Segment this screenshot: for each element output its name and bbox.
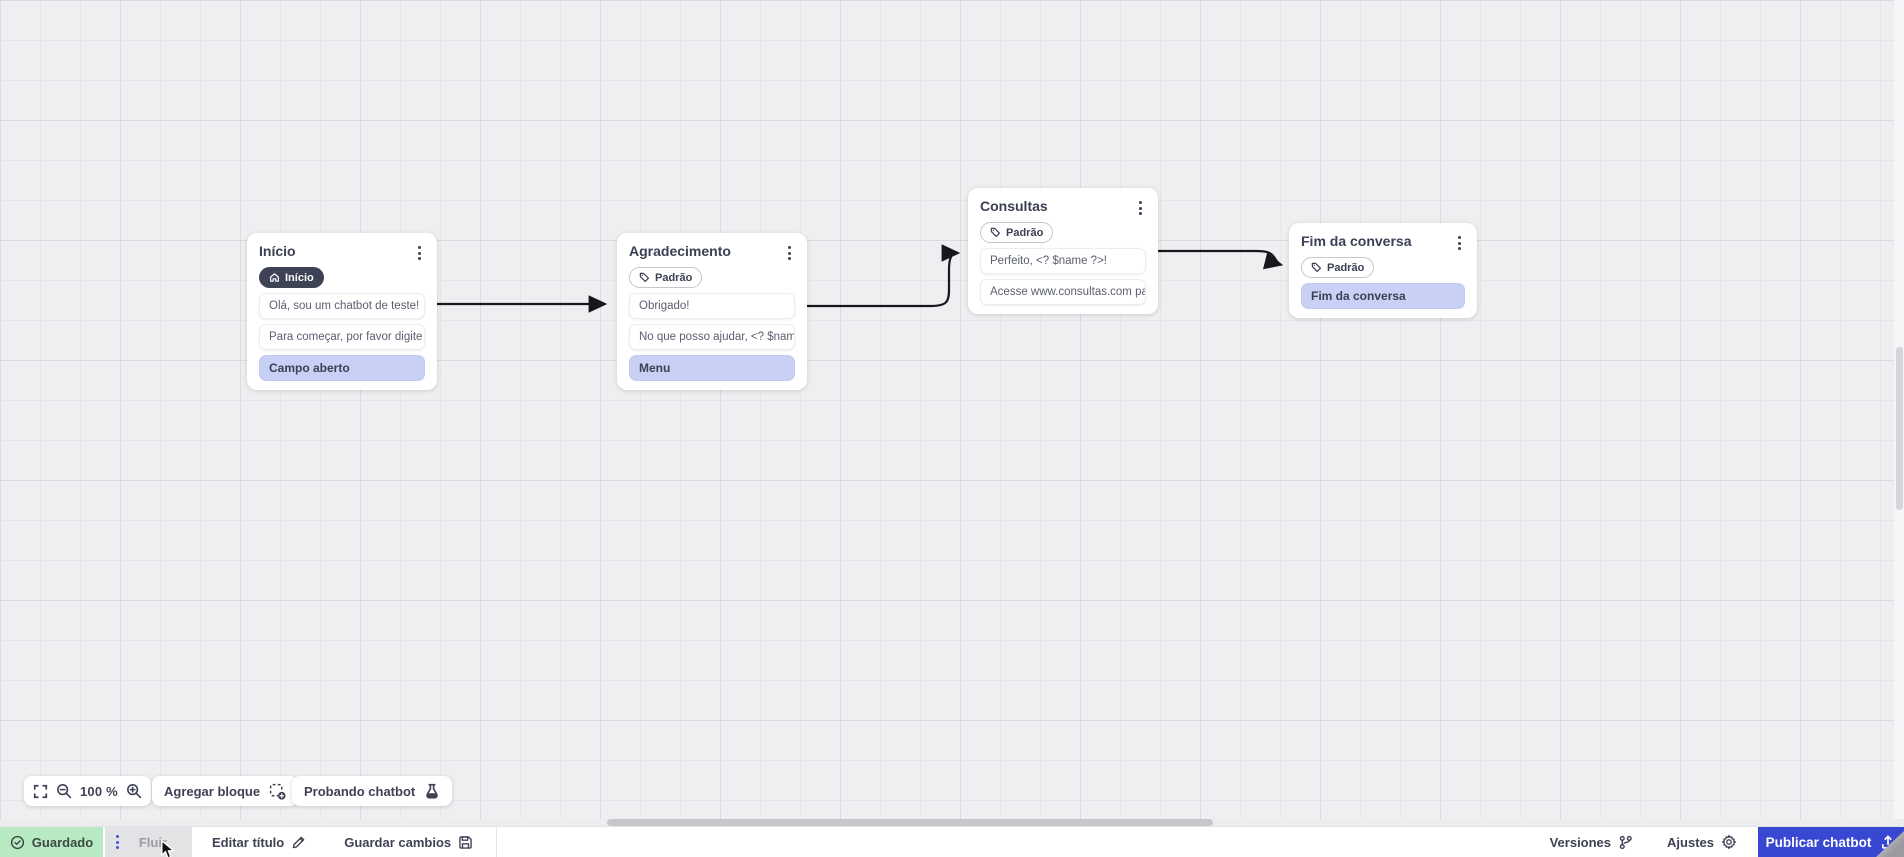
node-menu-icon[interactable] <box>1135 199 1146 217</box>
message-item[interactable]: Olá, sou um chatbot de teste! <box>259 293 425 319</box>
add-block-button[interactable]: Agregar bloque <box>152 776 299 806</box>
tag-icon <box>990 227 1001 238</box>
badge-label: Padrão <box>655 271 693 284</box>
connector-consultas-fim <box>1158 249 1284 270</box>
pencil-icon <box>292 836 305 848</box>
test-chatbot-button[interactable]: Probando chatbot <box>292 776 453 806</box>
node-header: Fim da conversa <box>1301 233 1465 252</box>
save-changes-button[interactable]: Guardar cambios <box>338 827 479 857</box>
badge-label: Início <box>285 271 314 284</box>
node-title: Fim da conversa <box>1301 233 1412 249</box>
message-item[interactable]: No que posso ajudar, <? $name ... <box>629 324 795 350</box>
node-header: Agradecimento <box>629 243 795 262</box>
flow-node-fim-da-conversa[interactable]: Fim da conversa Padrão Fim da conversa <box>1289 223 1477 318</box>
message-item[interactable]: Acesse www.consultas.com par... <box>980 279 1146 305</box>
check-circle-icon <box>10 835 24 849</box>
node-type-badge: Padrão <box>1301 257 1375 278</box>
horizontal-scrollbar-track[interactable] <box>0 819 1904 826</box>
settings-label: Ajustes <box>1667 834 1714 850</box>
node-menu-icon[interactable] <box>784 244 795 262</box>
horizontal-scrollbar-thumb[interactable] <box>607 819 1213 826</box>
drag-handle-icon[interactable] <box>116 835 119 849</box>
node-type-badge: Padrão <box>980 222 1054 243</box>
node-type-badge: Padrão <box>629 267 703 288</box>
save-icon <box>459 835 472 849</box>
statusbar-divider <box>496 827 498 857</box>
message-item[interactable]: Perfeito, <? $name ?>! <box>980 248 1146 274</box>
node-header: Início <box>259 243 425 262</box>
tag-icon <box>1311 262 1322 273</box>
status-bar: Guardado Fluir Editar título Guardar cam… <box>0 826 1904 857</box>
zoom-toolbar: 100 % <box>24 776 151 806</box>
flow-node-inicio[interactable]: Início Início Olá, sou um chatbot de tes… <box>247 233 437 390</box>
zoom-in-icon[interactable] <box>126 783 142 799</box>
versions-button[interactable]: Versiones <box>1550 827 1633 857</box>
action-item[interactable]: Campo aberto <box>259 355 425 381</box>
message-item[interactable]: Para começar, por favor digite o ... <box>259 324 425 350</box>
flow-tab-label: Fluir <box>138 834 167 850</box>
fit-screen-icon[interactable] <box>33 784 48 799</box>
connector-agradecimento-consultas <box>807 244 961 308</box>
flask-icon <box>426 783 438 799</box>
publish-label: Publicar chatbot <box>1765 834 1872 850</box>
add-block-icon <box>269 783 286 800</box>
settings-button[interactable]: Ajustes <box>1667 827 1737 857</box>
edit-title-label: Editar título <box>212 834 285 850</box>
test-chatbot-label: Probando chatbot <box>304 783 416 799</box>
publish-chatbot-button[interactable]: Publicar chatbot <box>1758 827 1904 857</box>
edit-title-button[interactable]: Editar título <box>206 827 312 857</box>
zoom-level: 100 % <box>80 783 118 799</box>
saved-label: Guardado <box>31 834 94 850</box>
node-menu-icon[interactable] <box>414 244 425 262</box>
versions-label: Versiones <box>1549 834 1612 850</box>
flow-tab[interactable]: Fluir <box>105 827 192 857</box>
node-type-badge: Início <box>259 267 324 288</box>
save-changes-label: Guardar cambios <box>344 834 452 850</box>
home-icon <box>270 273 279 282</box>
add-block-label: Agregar bloque <box>164 783 261 799</box>
node-title: Início <box>259 243 296 259</box>
badge-label: Padrão <box>1006 226 1044 239</box>
message-item[interactable]: Obrigado! <box>629 293 795 319</box>
flow-node-consultas[interactable]: Consultas Padrão Perfeito, <? $name ?>! … <box>968 188 1158 314</box>
vertical-scrollbar-track[interactable] <box>1894 0 1904 819</box>
saved-status-badge: Guardado <box>0 827 103 857</box>
branch-icon <box>1619 835 1632 849</box>
flow-node-agradecimento[interactable]: Agradecimento Padrão Obrigado! No que po… <box>617 233 807 390</box>
node-header: Consultas <box>980 198 1146 217</box>
action-item[interactable]: Menu <box>629 355 795 381</box>
node-title: Agradecimento <box>629 243 731 259</box>
tag-icon <box>639 272 650 283</box>
zoom-out-icon[interactable] <box>56 783 72 799</box>
vertical-scrollbar-thumb[interactable] <box>1896 347 1903 510</box>
node-menu-icon[interactable] <box>1454 234 1465 252</box>
statusbar-spacer <box>497 827 1549 857</box>
node-title: Consultas <box>980 198 1048 214</box>
badge-label: Padrão <box>1327 261 1365 274</box>
action-item[interactable]: Fim da conversa <box>1301 283 1465 309</box>
gear-icon <box>1721 834 1737 850</box>
